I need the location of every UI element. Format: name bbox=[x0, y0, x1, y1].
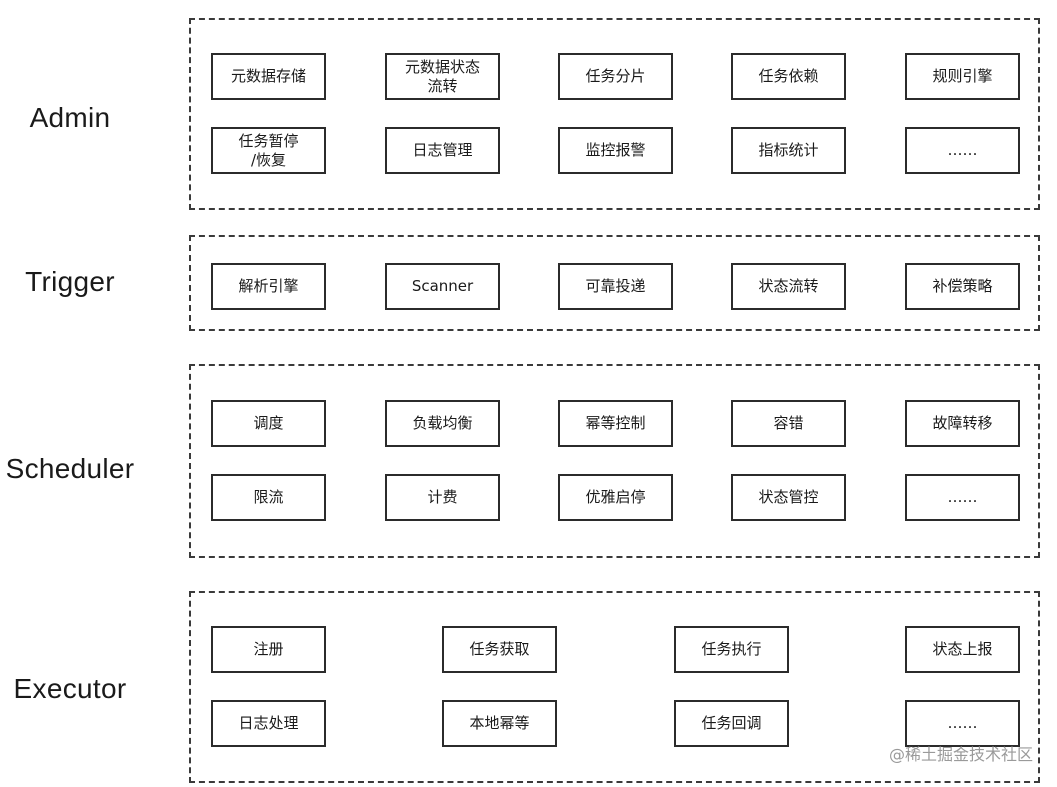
layer-box-admin: 元数据存储 元数据状态 流转 任务分片 任务依赖 规则引擎 任务暂停 /恢复 日… bbox=[189, 18, 1040, 210]
node: 故障转移 bbox=[905, 400, 1020, 447]
node: 日志处理 bbox=[211, 700, 326, 747]
node: 注册 bbox=[211, 626, 326, 673]
node: 监控报警 bbox=[558, 127, 673, 174]
node: 补偿策略 bbox=[905, 263, 1020, 310]
node: 限流 bbox=[211, 474, 326, 521]
watermark: @稀土掘金技术社区 bbox=[888, 745, 1033, 764]
node: 任务获取 bbox=[442, 626, 557, 673]
node: 任务暂停 /恢复 bbox=[211, 127, 326, 174]
layer-box-scheduler: 调度 负载均衡 幂等控制 容错 故障转移 限流 计费 优雅启停 状态管控 …… bbox=[189, 364, 1040, 558]
node: 状态上报 bbox=[905, 626, 1020, 673]
node: 任务分片 bbox=[558, 53, 673, 100]
layer-label-scheduler: Scheduler bbox=[5, 453, 135, 484]
layer-box-executor: 注册 任务获取 任务执行 状态上报 日志处理 本地幂等 任务回调 …… bbox=[189, 591, 1040, 783]
node: 元数据状态 流转 bbox=[385, 53, 500, 100]
node: 元数据存储 bbox=[211, 53, 326, 100]
layer-label-trigger: Trigger bbox=[25, 266, 115, 297]
node: …… bbox=[905, 474, 1020, 521]
node: 幂等控制 bbox=[558, 400, 673, 447]
node: 任务回调 bbox=[674, 700, 789, 747]
node: 可靠投递 bbox=[558, 263, 673, 310]
node: 指标统计 bbox=[731, 127, 846, 174]
node: 优雅启停 bbox=[558, 474, 673, 521]
node: 计费 bbox=[385, 474, 500, 521]
node: 负载均衡 bbox=[385, 400, 500, 447]
node: 规则引擎 bbox=[905, 53, 1020, 100]
layer-label-admin: Admin bbox=[29, 102, 111, 133]
node: 状态流转 bbox=[731, 263, 846, 310]
node: 调度 bbox=[211, 400, 326, 447]
node: 本地幂等 bbox=[442, 700, 557, 747]
node: 任务执行 bbox=[674, 626, 789, 673]
node: …… bbox=[905, 127, 1020, 174]
node: 状态管控 bbox=[731, 474, 846, 521]
node: …… bbox=[905, 700, 1020, 747]
node: 日志管理 bbox=[385, 127, 500, 174]
node: Scanner bbox=[385, 263, 500, 310]
layer-box-trigger: 解析引擎 Scanner 可靠投递 状态流转 补偿策略 bbox=[189, 235, 1040, 331]
layer-label-executor: Executor bbox=[13, 673, 127, 704]
node: 任务依赖 bbox=[731, 53, 846, 100]
node: 容错 bbox=[731, 400, 846, 447]
node: 解析引擎 bbox=[211, 263, 326, 310]
